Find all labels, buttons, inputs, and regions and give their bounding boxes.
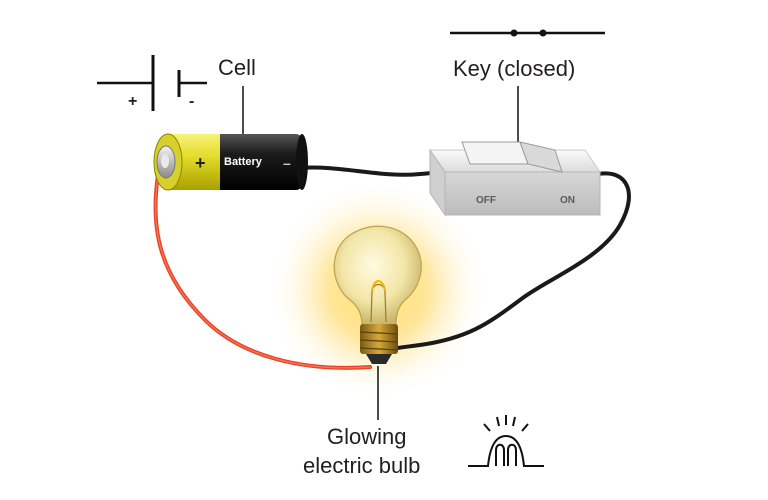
switch: OFF ON	[429, 141, 601, 217]
battery-minus-text: –	[283, 155, 291, 171]
red-wire-highlight	[154, 174, 371, 369]
key-symbol	[450, 29, 605, 37]
black-wire-switch-to-bulb	[383, 171, 631, 352]
bulb-symbol	[468, 415, 544, 467]
cell-minus-label: -	[189, 93, 194, 110]
key-label: Key (closed)	[453, 56, 575, 81]
switch-on-label: ON	[560, 195, 575, 206]
battery-plus-text: +	[195, 153, 206, 173]
cell-symbol: + -	[97, 55, 207, 111]
bulb-label-line1: Glowing	[327, 424, 406, 449]
battery-text: Battery	[224, 156, 263, 168]
cell-plus-label: +	[128, 93, 137, 110]
light-bulb	[333, 225, 422, 364]
black-wire-battery-to-switch	[298, 165, 450, 177]
switch-off-label: OFF	[476, 195, 496, 206]
bulb-label-line2: electric bulb	[303, 453, 420, 478]
battery: + Battery –	[153, 133, 308, 191]
cell-label: Cell	[218, 55, 256, 80]
